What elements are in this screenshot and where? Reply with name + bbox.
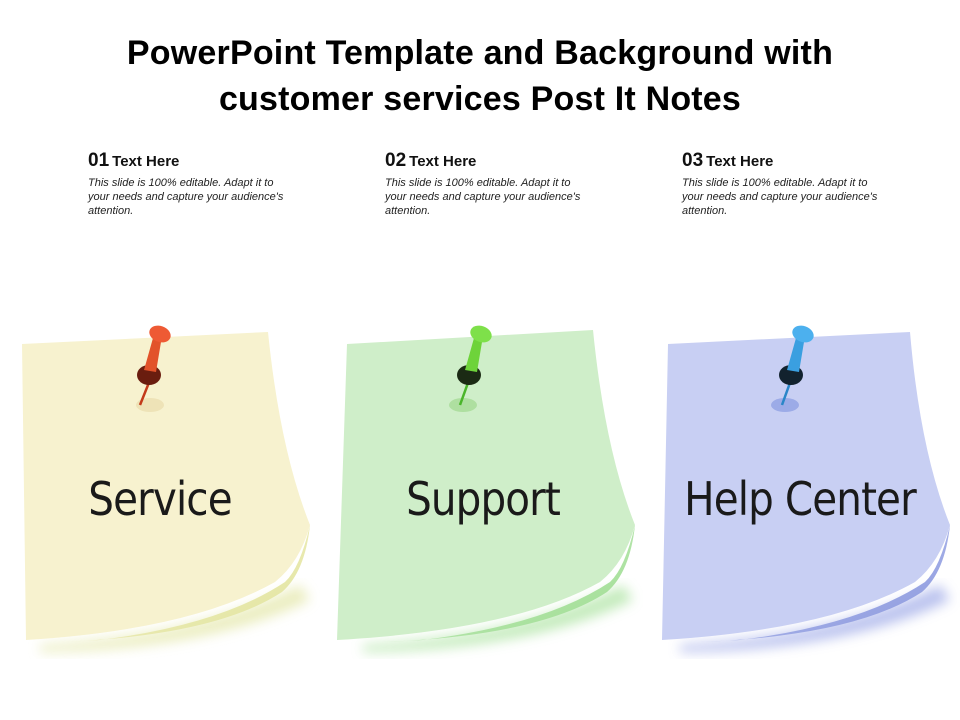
slide-title-line-2: customer services Post It Notes xyxy=(218,80,742,118)
text-block-number: 02 xyxy=(385,150,407,171)
sticky-note-icon xyxy=(662,325,950,652)
text-block-number: 01 xyxy=(88,150,110,171)
sticky-note-icon xyxy=(337,325,635,652)
text-block-label: Text Here xyxy=(112,153,180,170)
post-it-note-service: Service xyxy=(0,300,320,700)
pushpin-icon xyxy=(457,325,492,406)
text-block-description: This slide is 100% editable. Adapt it to… xyxy=(682,177,878,217)
sticky-note-icon xyxy=(22,325,310,652)
note-word: Help Center xyxy=(684,472,917,526)
pushpin-icon xyxy=(779,325,814,406)
post-it-note-help-center: Help Center xyxy=(640,300,960,700)
text-block-description: This slide is 100% editable. Adapt it to… xyxy=(88,177,284,217)
post-it-note-support: Support xyxy=(323,300,643,700)
text-block-label: Text Here xyxy=(409,153,477,170)
pushpin-icon xyxy=(137,325,171,406)
text-block-number: 03 xyxy=(682,150,704,171)
text-block-description: This slide is 100% editable. Adapt it to… xyxy=(385,177,581,217)
note-word: Support xyxy=(406,472,561,526)
text-block-label: Text Here xyxy=(706,153,774,170)
slide-title-line-1: PowerPoint Template and Background with xyxy=(126,34,834,72)
slide-title: PowerPoint Template and Background with … xyxy=(0,30,960,122)
note-word: Service xyxy=(88,472,232,526)
